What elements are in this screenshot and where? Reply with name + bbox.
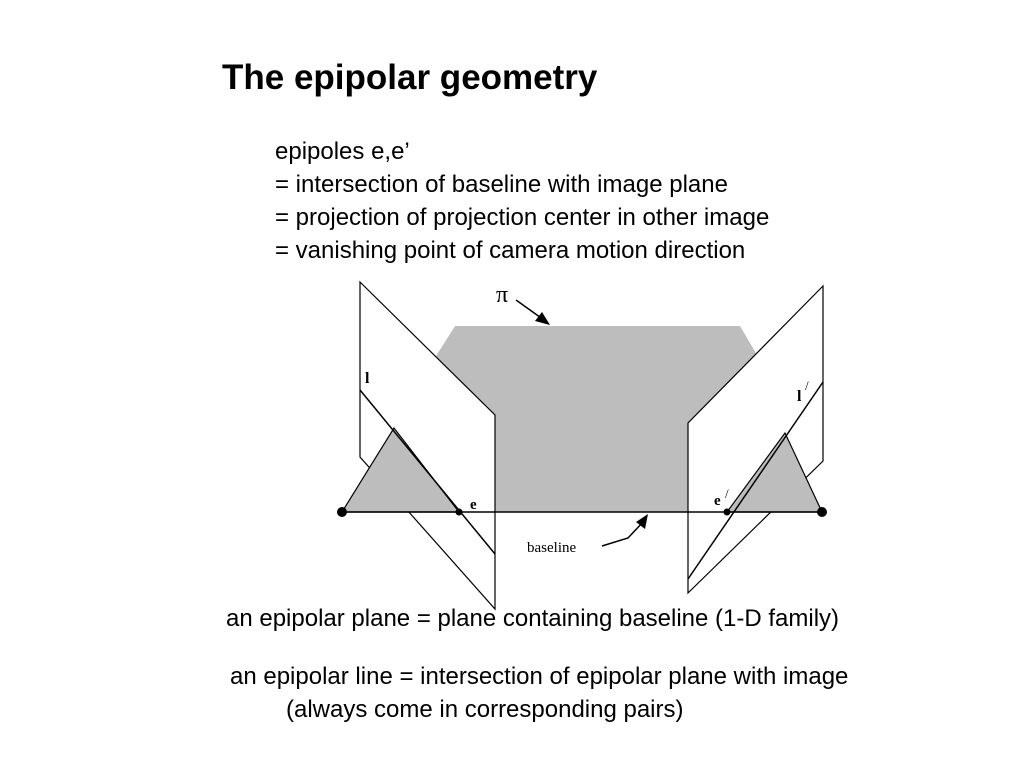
baseline-arrow-head: [636, 514, 648, 529]
slide-title: The epipolar geometry: [222, 58, 598, 97]
epipolar-plane-note: an epipolar plane = plane containing bas…: [226, 605, 840, 632]
epipolar-line-l-label: l: [365, 370, 370, 387]
left-epipole: [455, 508, 463, 516]
epipole-definition-list: epipoles e,e’ = intersection of baseline…: [275, 135, 769, 267]
right-epipole: [723, 508, 731, 516]
epipolar-line-l-prime-label: l: [797, 388, 802, 405]
epipole-e-label: e: [470, 497, 477, 513]
left-camera-center: [337, 507, 347, 517]
epipolar-line-note-continuation: (always come in corresponding pairs): [286, 696, 684, 723]
epipolar-line-note-main: an epipolar line = intersection of epipo…: [230, 663, 849, 690]
epipolar-line-l-prime-mark: /: [805, 378, 809, 393]
bullet-baseline-intersection: = intersection of baseline with image pl…: [275, 171, 728, 198]
bullet-epipoles: epipoles e,e’: [275, 138, 410, 165]
baseline-arrow-shaft: [601, 520, 645, 547]
right-image-plane: [687, 284, 824, 595]
right-epipolar-line: [687, 381, 824, 580]
right-camera-center: [817, 507, 827, 517]
left-epipolar-line: [359, 389, 496, 555]
epipolar-geometry-diagram: π baseline l l / e e /: [337, 280, 827, 611]
bullet-vanishing-point: = vanishing point of camera motion direc…: [275, 237, 746, 264]
epipole-e-prime-mark: /: [725, 486, 729, 501]
epipolar-line-note: an epipolar line = intersection of epipo…: [230, 660, 848, 726]
epipolar-plane: [436, 326, 760, 512]
baseline-label: baseline: [527, 540, 576, 556]
pi-label: π: [496, 282, 508, 308]
pi-arrow-head: [535, 312, 550, 325]
left-image-plane: [359, 280, 496, 611]
bullet-projection-center: = projection of projection center in oth…: [275, 204, 770, 231]
epipole-e-prime-label: e: [714, 493, 721, 509]
